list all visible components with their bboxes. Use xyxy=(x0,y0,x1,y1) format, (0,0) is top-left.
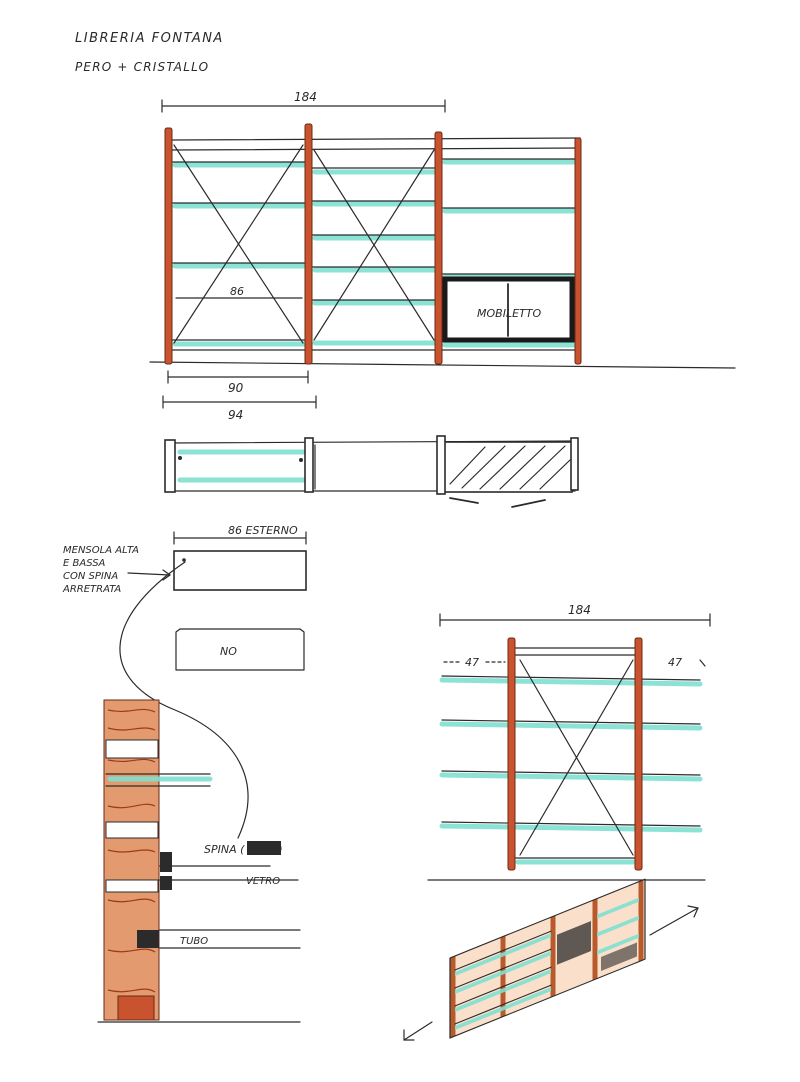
front-shelf-outlines xyxy=(171,137,581,351)
front-elevation: 184 xyxy=(149,90,736,422)
tube-label: TUBO xyxy=(180,936,208,947)
module-width-a-label: 90 xyxy=(228,381,244,395)
leader-curve xyxy=(119,561,249,839)
annotation-arrow xyxy=(127,572,171,576)
side-glass-shelves xyxy=(439,677,703,865)
shelf-good-profile xyxy=(173,550,307,591)
shelf-width-label: 86 ESTERNO xyxy=(228,524,298,537)
perspective-arrows xyxy=(403,905,699,1041)
side-shelf-outlines xyxy=(441,647,701,859)
side-overall-width-label: 184 xyxy=(568,603,591,617)
module-width-b-label: 94 xyxy=(228,408,243,422)
shelf-rejected-label: NO xyxy=(220,645,237,658)
plan-cabinet-hatching xyxy=(449,445,571,490)
spina-pin xyxy=(160,852,172,872)
front-glass-shelves xyxy=(172,159,578,348)
side-right-overhang-label: 47 xyxy=(668,656,682,669)
shelf-annotation-line-2: E BASSA xyxy=(63,558,106,569)
shelf-rejected-profile xyxy=(175,628,305,671)
tubo-tube xyxy=(137,930,159,948)
perspective-uprights xyxy=(450,879,644,1038)
side-cross-bracing xyxy=(519,659,634,856)
wood-grain xyxy=(107,708,156,993)
shelf-annotation-line-4: ARRETRATA xyxy=(62,584,121,595)
plan-view xyxy=(164,435,579,508)
overall-width-label: 184 xyxy=(294,90,317,104)
section-detail: SPINA () VETRO TUBO xyxy=(97,699,301,1023)
shelf-annotation-line-3: CON SPINA xyxy=(63,571,118,582)
shelf-annotation-line-1: MENSOLA ALTA xyxy=(63,545,139,556)
side-module-elevation: 184 47 47 xyxy=(427,603,711,881)
plan-cabinet xyxy=(443,441,573,493)
shelf-detail: 86 ESTERNO MENSOLA ALTA E BASSA CON SPIN… xyxy=(62,524,307,839)
plan-door-right xyxy=(511,499,546,508)
perspective-cabinet xyxy=(557,921,591,965)
sheet-title: LIBRERIA FONTANA xyxy=(75,31,224,46)
perspective-sketch xyxy=(449,878,646,1039)
ground-line xyxy=(149,361,736,369)
perspective-glass-shelves xyxy=(455,897,639,1030)
cabinet-label: MOBILETTO xyxy=(477,307,541,320)
front-wood-uprights xyxy=(164,123,582,365)
side-wood-uprights xyxy=(507,637,643,871)
sheet-subtitle: PERO + CRISTALLO xyxy=(75,60,209,74)
side-left-overhang-label: 47 xyxy=(465,656,479,669)
inner-width-label: 86 xyxy=(230,285,244,298)
front-cross-bracing xyxy=(173,144,435,344)
glass-label: VETRO xyxy=(246,876,280,887)
crossed-out-word xyxy=(247,841,281,855)
plan-door-left xyxy=(449,497,479,504)
